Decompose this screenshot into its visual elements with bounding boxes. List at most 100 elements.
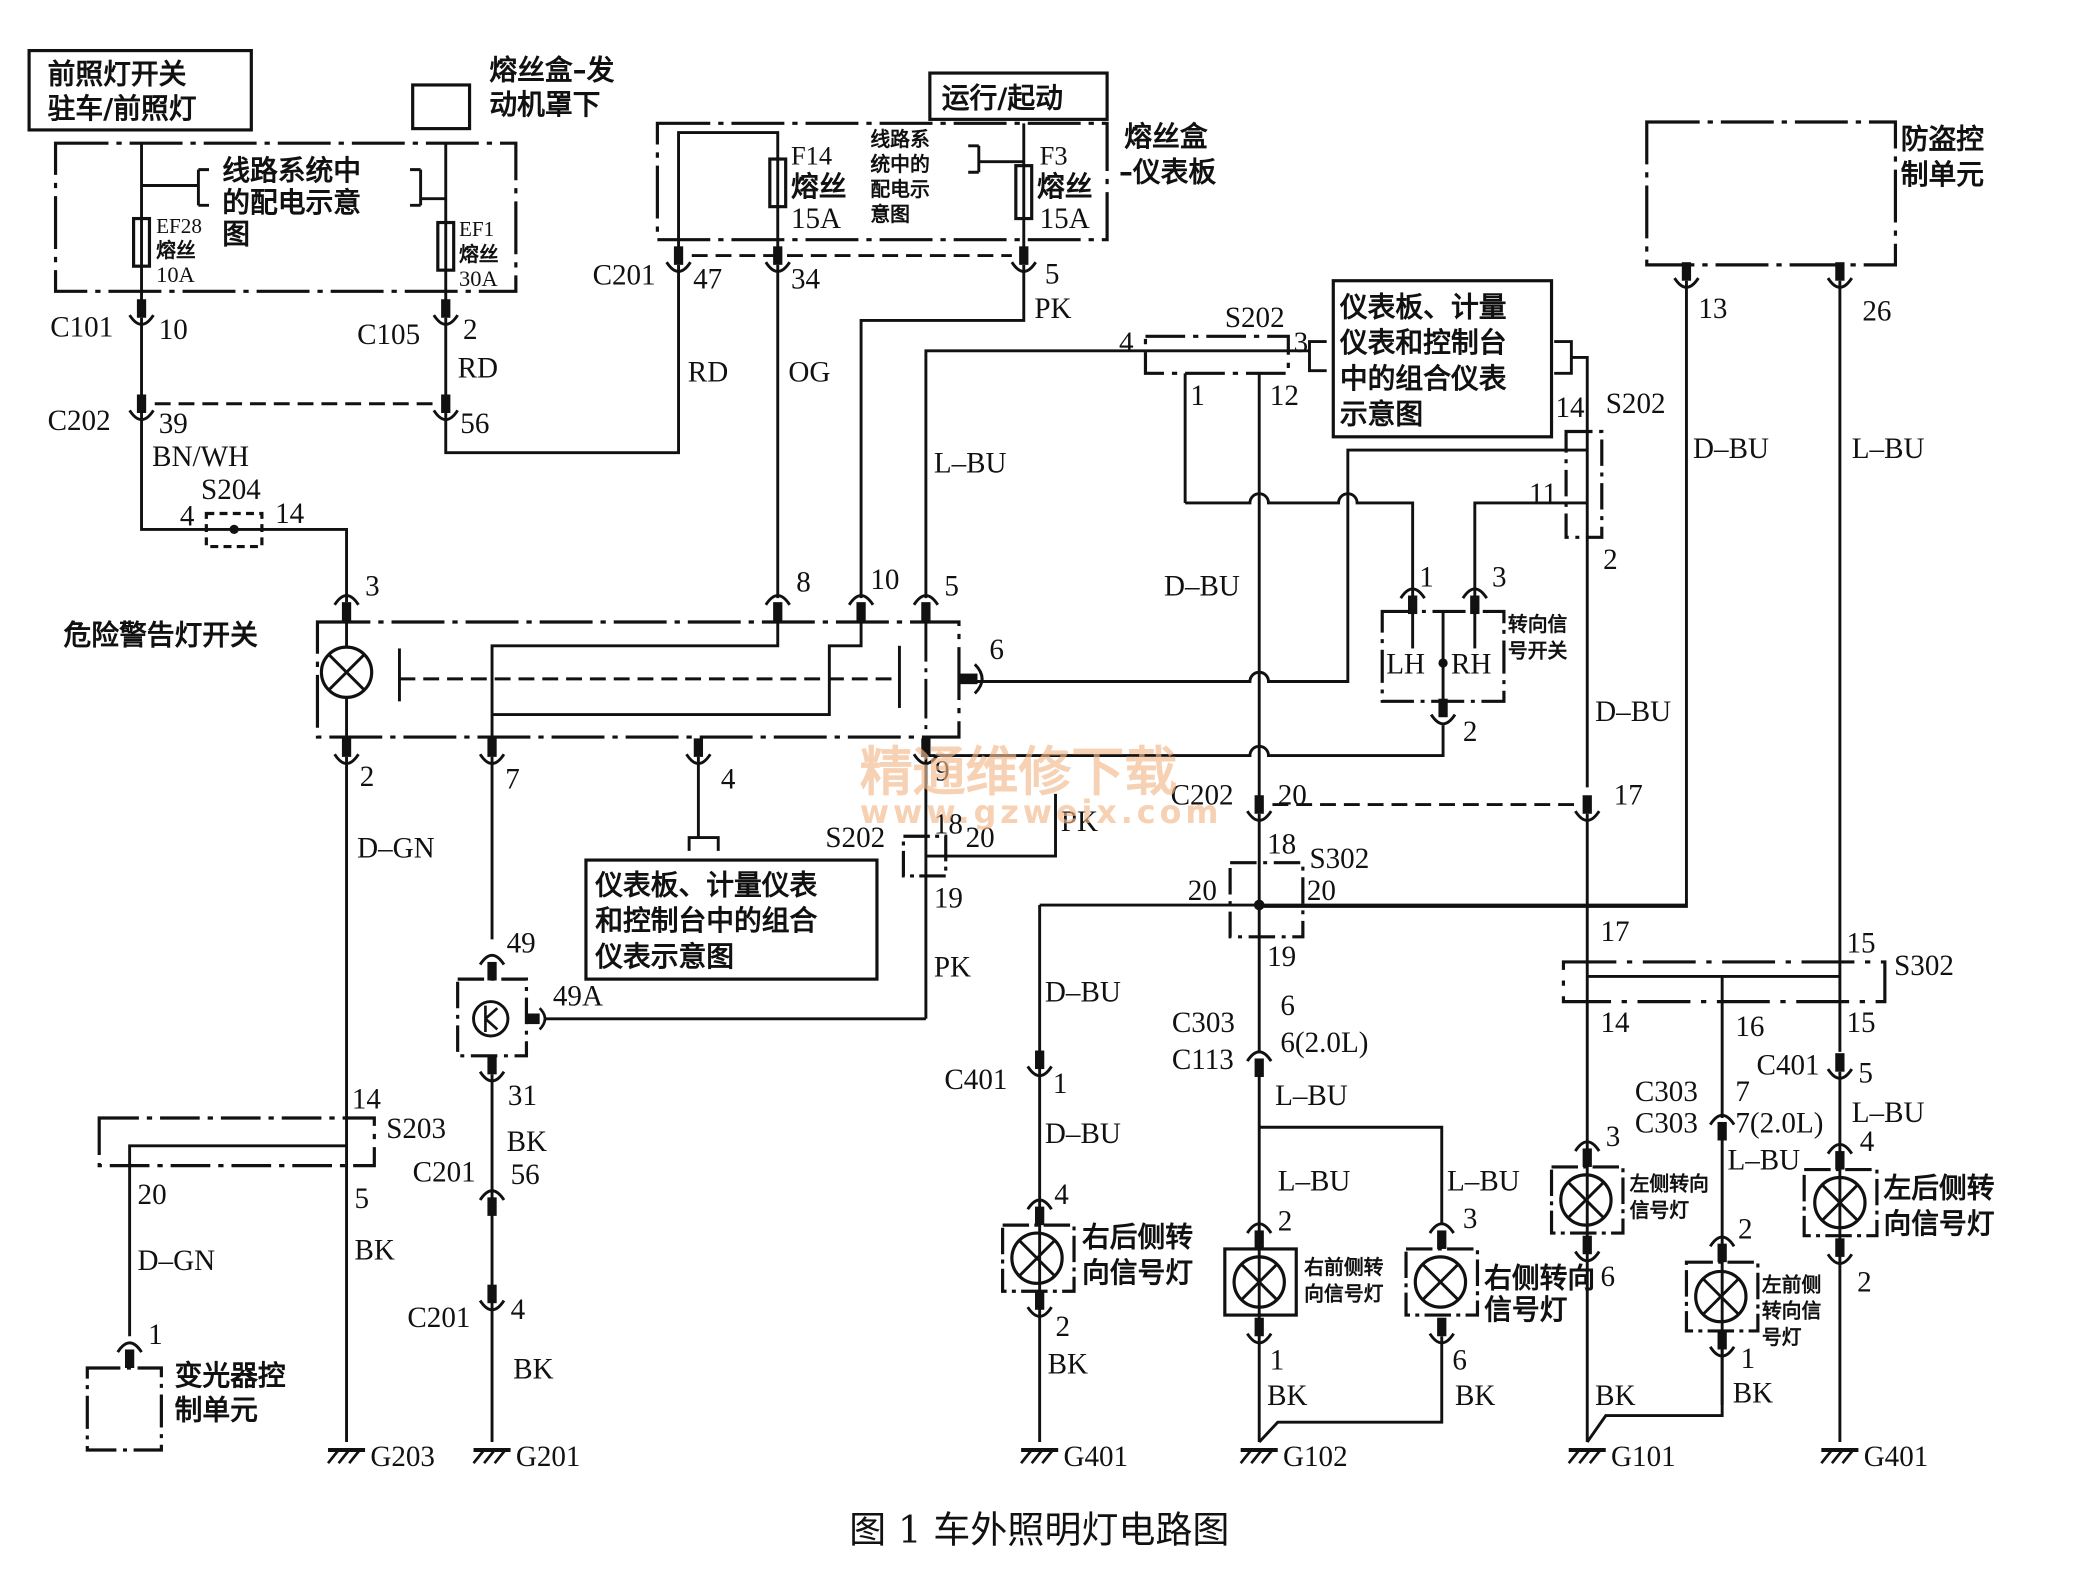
lamp-ls-label: 左侧转向	[1629, 1173, 1709, 1196]
wire-color-lbu-lf: L–BU	[1727, 1145, 1800, 1177]
flasher-pin-49	[478, 953, 506, 982]
c202-right-label: C202	[1171, 780, 1234, 812]
s202-right-pin-2: 2	[1603, 544, 1618, 576]
s202-lower-label: S202	[825, 822, 885, 854]
s202-right-pin-11: 11	[1529, 478, 1557, 510]
hazard-pin-5	[912, 594, 940, 623]
lamp-rr-label-2: 向信号灯	[1082, 1256, 1193, 1289]
hazard-pin-10	[847, 594, 875, 623]
hazard-pin-4-number: 4	[721, 764, 736, 796]
wire-color-rd-2: RD	[688, 356, 728, 388]
wire-color-dgn: D–GN	[357, 832, 435, 864]
c401-right-label: C401	[1757, 1049, 1820, 1081]
wire-color-dbu-theft: D–BU	[1693, 433, 1769, 465]
wire-color-bk-lf: BK	[1733, 1377, 1773, 1409]
ipc-note-top-2: 仪表和控制台	[1339, 326, 1507, 359]
lamp-rr-pin-2-number: 2	[1056, 1311, 1071, 1343]
ground-g401-right-icon	[1819, 1448, 1861, 1466]
theft-pin-13-number: 13	[1698, 293, 1727, 325]
power-dist-note-ip-4: 意图	[870, 203, 910, 226]
turn-switch-lh: LH	[1386, 649, 1425, 681]
lamp-rf-label: 右前侧转	[1304, 1256, 1383, 1279]
lamp-lr-pin-4-number: 4	[1860, 1126, 1875, 1158]
wire-color-bk-rs: BK	[1455, 1380, 1495, 1412]
wire-color-lbu-theft: L–BU	[1852, 433, 1925, 465]
c201-pin-5-number: 5	[1045, 258, 1060, 290]
s202-right-pin-14: 14	[1556, 392, 1586, 424]
wire-color-lbu-lr: L–BU	[1852, 1097, 1925, 1129]
lamp-rs-pin-3	[1428, 1222, 1456, 1251]
wire-color-dbu-c401: D–BU	[1045, 977, 1121, 1009]
hazard-pin-5-number: 5	[944, 571, 959, 603]
wire-color-dbu: D–BU	[1164, 571, 1240, 603]
wire-color-pk-3: PK	[934, 951, 971, 983]
fuse-f14-id: F14	[791, 140, 832, 170]
s202-right-label: S202	[1606, 388, 1666, 420]
theft-module-label-2: 制单元	[1901, 158, 1985, 191]
fuse-ef1-type: 熔丝	[459, 243, 499, 266]
lamp-rs-label: 右侧转向	[1484, 1261, 1595, 1294]
watermark-text: 精通维修下载	[860, 742, 1177, 803]
fuse-f14-type: 熔丝	[791, 170, 847, 203]
lamp-lr-label: 左后侧转	[1884, 1171, 1995, 1204]
c303-right-pin-7: 7	[1735, 1076, 1750, 1108]
lamp-lf-pin-2-number: 2	[1738, 1213, 1753, 1245]
wire-color-pk: PK	[1034, 293, 1071, 325]
s302-upper-pin-20-right: 20	[1307, 875, 1336, 907]
wire-color-lbu: L–BU	[934, 448, 1007, 480]
c201-pin-47-number: 47	[693, 264, 722, 296]
s202-lower-pin-20: 20	[966, 822, 995, 854]
ground-g101: G101	[1611, 1441, 1676, 1473]
s203-label: S203	[386, 1113, 446, 1145]
hazard-pin-6	[958, 663, 984, 695]
hazard-switch-label: 危险警告灯开关	[63, 618, 258, 651]
s204-pin-4: 4	[180, 500, 195, 532]
ground-g203: G203	[370, 1441, 435, 1473]
lamp-lf-label-3: 号灯	[1762, 1326, 1802, 1349]
hazard-pin-7-number: 7	[505, 764, 520, 796]
wire-color-bnwh: BN/WH	[152, 441, 249, 473]
hazard-indicator-lamp-icon	[319, 645, 374, 699]
ground-g101-icon	[1566, 1448, 1608, 1466]
lamp-rf-pin-2-number: 2	[1278, 1205, 1293, 1237]
c401-left-pin-1-number: 1	[1053, 1068, 1068, 1100]
turn-switch-rh: RH	[1451, 649, 1491, 681]
ground-g102-icon	[1238, 1448, 1280, 1466]
s302-lower-pin-15-bottom: 15	[1846, 1007, 1875, 1039]
wire-color-lbu-rs: L–BU	[1447, 1166, 1520, 1198]
headlight-switch-subtitle: 驻车/前照灯	[48, 92, 197, 125]
fuse-ef1-id: EF1	[459, 217, 494, 241]
lamp-ls-pin-3-number: 3	[1606, 1121, 1621, 1153]
s202-top-pin-3: 3	[1294, 327, 1309, 359]
ground-g102: G102	[1283, 1441, 1348, 1473]
c201-pin-34-number: 34	[791, 264, 821, 296]
wire-color-lbu-c113: L–BU	[1275, 1080, 1348, 1112]
ipc-note-top-3: 中的组合仪表	[1340, 362, 1507, 395]
fuse-f3-type: 熔丝	[1037, 170, 1093, 203]
ground-g401-right: G401	[1864, 1441, 1929, 1473]
ipc-note-top: 仪表板、计量 仪表和控制台 中的组合仪表 示意图	[1331, 279, 1554, 439]
s302-lower-pin-16: 16	[1735, 1011, 1764, 1043]
lamp-ls-pin-6-number: 6	[1600, 1261, 1615, 1293]
c303-pin-6: 6	[1280, 990, 1295, 1022]
left-rear-turn-lamp	[1802, 1167, 1879, 1238]
s204-label: S204	[201, 474, 261, 506]
turn-switch-label: 转向信	[1508, 613, 1568, 636]
ipc-note-top-1: 仪表板、计量	[1339, 290, 1507, 323]
s302-upper-pin-20-left: 20	[1188, 875, 1217, 907]
wire-color-bk-rf: BK	[1267, 1380, 1307, 1412]
flasher-pin-31-number: 31	[508, 1080, 537, 1112]
c113-pin-6-2l: 6(2.0L)	[1280, 1027, 1368, 1059]
wire-color-pk-2: PK	[1061, 806, 1098, 838]
right-rear-lamp-icon	[1010, 1231, 1064, 1285]
fuse-f14-icon	[768, 157, 788, 209]
run-start-label: 运行/起动	[942, 81, 1063, 114]
s302-lower-label: S302	[1894, 950, 1954, 982]
theft-module-label: 防盗控	[1901, 122, 1985, 155]
watermark-url: www.gzweix.com	[860, 795, 1223, 831]
ground-g203-icon	[326, 1448, 368, 1466]
lamp-rs-pin-3-number: 3	[1463, 1203, 1478, 1235]
fuse-f3-id: F3	[1040, 140, 1068, 170]
ip-fusebox: F14 熔丝 15A 线路系 统中的 配电示 意图 F3 熔丝 15A	[655, 121, 1109, 249]
